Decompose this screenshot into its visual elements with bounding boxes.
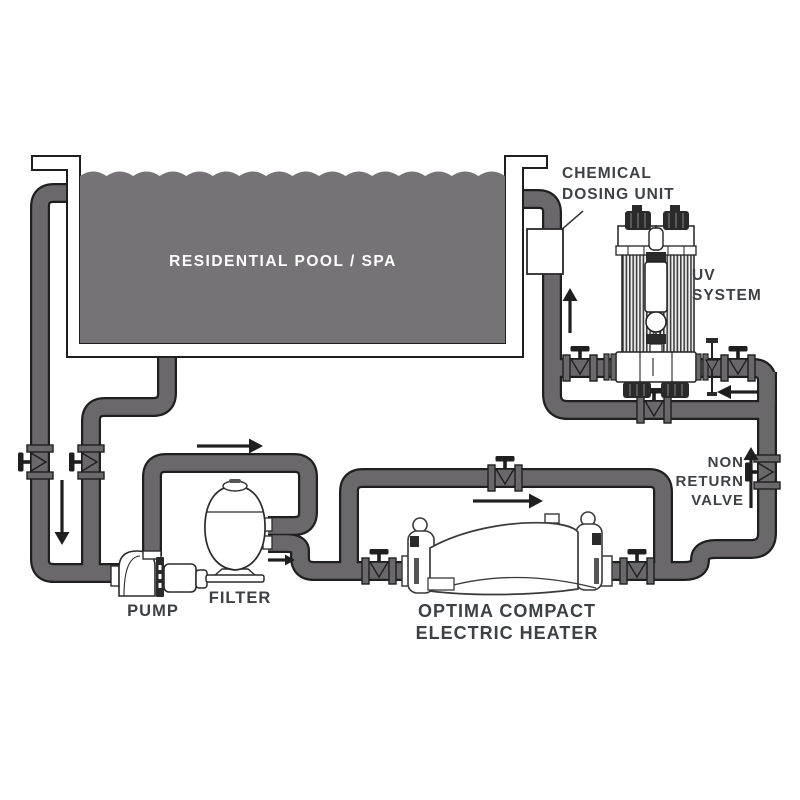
pool-label-text: RESIDENTIAL POOL / SPA xyxy=(169,253,397,270)
uv-controller xyxy=(644,261,668,313)
flow-arrow-down-icon xyxy=(54,480,70,545)
flow-arrow-right-small-icon xyxy=(268,554,295,566)
chemical-dosing-label: CHEMICAL DOSING UNIT xyxy=(562,165,675,203)
filter xyxy=(204,479,273,583)
chemical-dosing-box xyxy=(526,228,564,275)
uv-manifold xyxy=(615,351,697,383)
electric-heater xyxy=(401,511,613,596)
pool-label: RESIDENTIAL POOL / SPA xyxy=(130,253,436,271)
flow-arrow-right-icon xyxy=(197,438,263,454)
pool xyxy=(31,155,548,358)
pump xyxy=(110,550,208,597)
flow-arrow-left-uv-icon xyxy=(717,385,757,399)
non-return-valve-label: NON RETURN VALVE xyxy=(675,454,744,509)
heater-label: OPTIMA COMPACT ELECTRIC HEATER xyxy=(415,601,599,643)
uv-system-label: UV SYSTEM xyxy=(692,267,762,304)
heater-body xyxy=(429,521,579,596)
pool-water xyxy=(80,171,505,343)
flow-arrow-up-chemical-icon xyxy=(562,288,578,333)
pump-label: PUMP xyxy=(127,602,179,620)
filter-label: FILTER xyxy=(208,589,272,607)
filter-vessel xyxy=(204,485,266,571)
uv-system xyxy=(603,205,720,398)
uv-drain-valve xyxy=(704,338,720,396)
flow-arrow-up-nonreturn-icon xyxy=(743,447,759,508)
pump-motor xyxy=(163,563,197,593)
chemical-dosing-unit xyxy=(526,210,584,275)
pump-body xyxy=(118,550,156,597)
flow-arrows xyxy=(54,288,759,566)
flow-arrow-right-heater-icon xyxy=(473,493,543,509)
